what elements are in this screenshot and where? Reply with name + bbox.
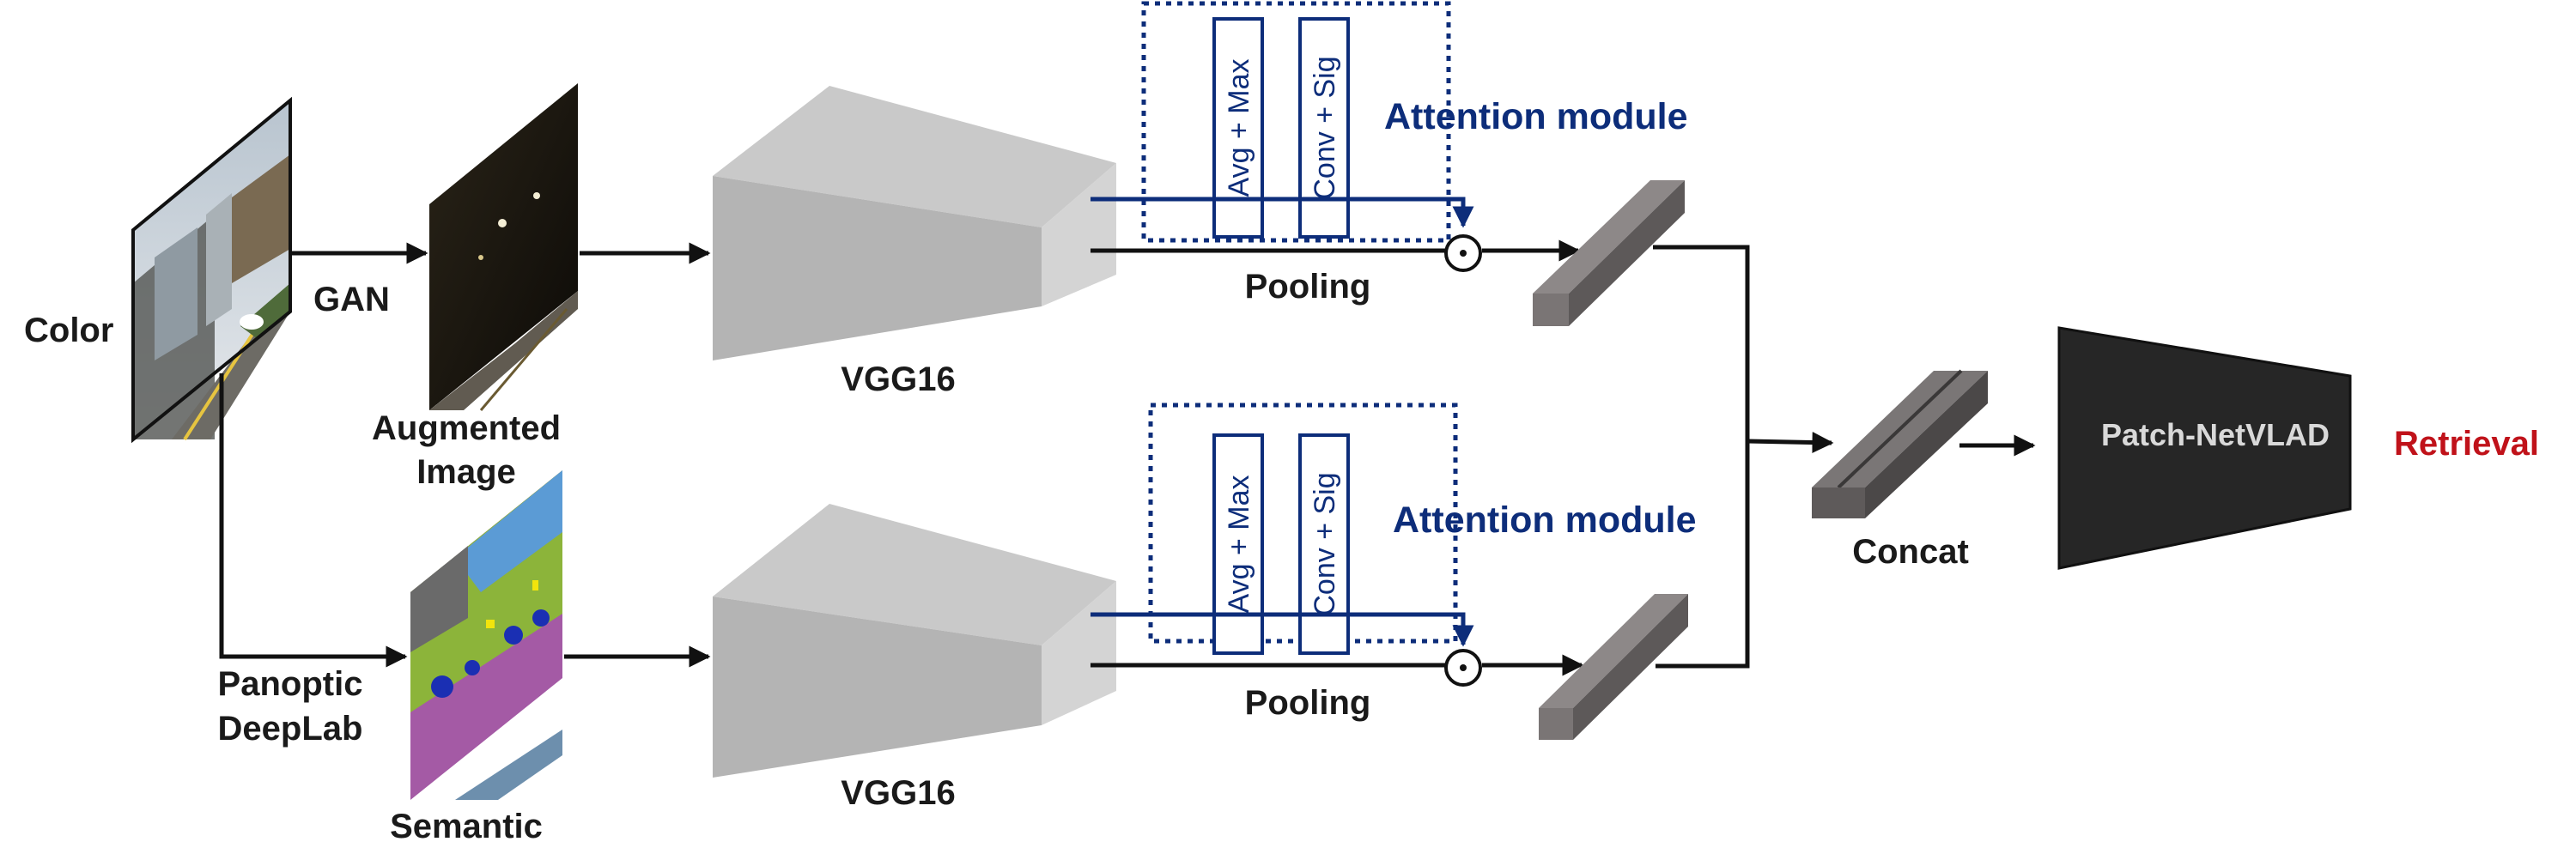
attention-box-top: [1141, 1, 1451, 243]
attention-path-bottom: [1091, 612, 1474, 647]
arrow-merge-to-concat: [1747, 432, 1834, 454]
label-conv-sig-bottom: Conv + Sig: [1309, 472, 1341, 615]
multiply-dot-bottom: [1460, 664, 1467, 671]
label-pooling-bottom: Pooling: [1245, 684, 1371, 722]
label-pooling-top: Pooling: [1245, 268, 1371, 306]
avg-max-box-bottom: [1212, 433, 1264, 655]
label-panoptic-line1: Panoptic: [218, 665, 363, 703]
color-image: [131, 96, 292, 444]
feature-bar-top: [1533, 180, 1685, 326]
augmented-image: [429, 83, 578, 411]
label-avg-max-top: Avg + Max: [1223, 59, 1255, 197]
conv-sig-box-bottom: [1298, 433, 1350, 655]
label-augmented-line1: Augmented: [372, 409, 561, 447]
label-color: Color: [24, 312, 113, 349]
concat-bar: [1812, 369, 1988, 518]
label-vgg16-top: VGG16: [841, 360, 955, 398]
label-attention-top: Attention module: [1384, 96, 1688, 137]
merge-line-top: [1653, 245, 1750, 669]
vgg16-block-top: [713, 86, 1116, 360]
label-semantic: Semantic: [390, 808, 543, 845]
feature-bar-bottom: [1539, 594, 1688, 740]
vgg16-block-bottom: [713, 504, 1116, 778]
label-augmented-line2: Image: [416, 453, 516, 491]
attention-path-top: [1091, 197, 1474, 228]
semantic-image: [410, 470, 562, 800]
arrow-color-to-panoptic: [219, 373, 408, 668]
label-conv-sig-top: Conv + Sig: [1309, 56, 1341, 199]
label-avg-max-bottom: Avg + Max: [1223, 475, 1255, 614]
label-patch-netvlad: Patch-NetVLAD: [2101, 417, 2330, 452]
label-panoptic-line2: DeepLab: [218, 710, 363, 748]
patch-netvlad-block: [2057, 326, 2352, 570]
label-attention-bottom: Attention module: [1393, 500, 1697, 541]
multiply-dot-top: [1460, 250, 1467, 257]
label-vgg16-bottom: VGG16: [841, 774, 955, 812]
label-concat: Concat: [1852, 533, 1969, 571]
label-retrieval: Retrieval: [2394, 425, 2539, 463]
label-gan: GAN: [313, 281, 390, 318]
